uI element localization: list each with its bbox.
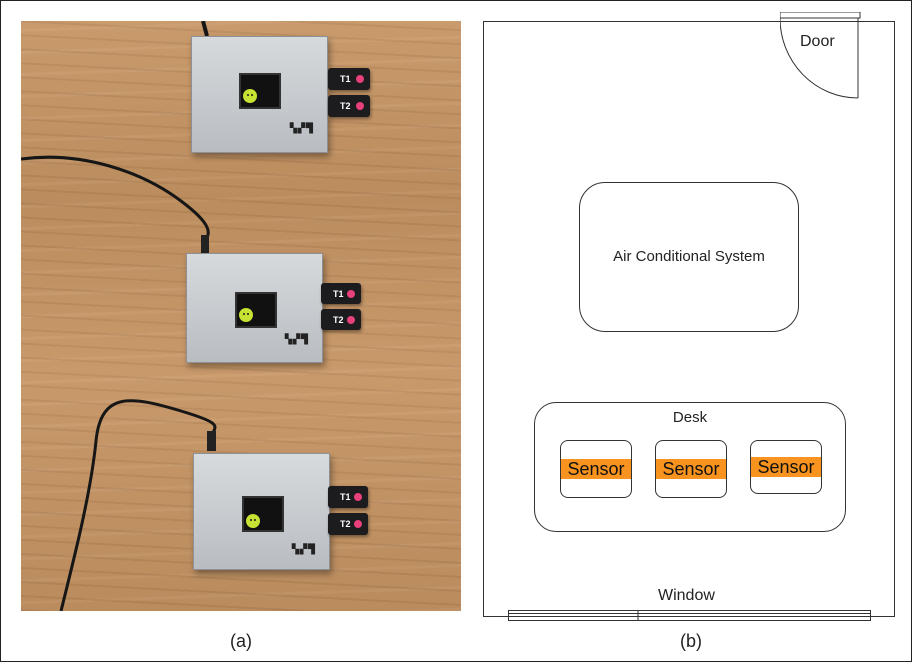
sensor-card-2: Sensor (655, 440, 727, 498)
device-logo-icon: ▚▞▜ (285, 334, 309, 344)
probe-t1-device-3: T1 (328, 486, 368, 508)
air-conditioner-label: Air Conditional System (613, 248, 765, 265)
probe-dot-icon (347, 289, 355, 298)
device-screen (242, 496, 284, 532)
device-logo-icon: ▚▞▜ (292, 544, 316, 554)
sensor-device-3: ▚▞▜ (193, 453, 330, 570)
smiley-face-icon (239, 308, 253, 322)
sensor-card-1: Sensor (560, 440, 632, 498)
probe-label: T1 (340, 74, 351, 84)
probe-t2-device-1: T2 (328, 95, 370, 117)
sensor-device-2: ▚▞▜ (186, 253, 323, 363)
sensor-label: Sensor (561, 459, 631, 479)
device-screen (235, 292, 277, 328)
desk-box: Desk Sensor Sensor Sensor (534, 402, 846, 532)
probe-label: T2 (340, 101, 351, 111)
door-swing (780, 12, 861, 99)
probe-dot-icon (356, 75, 364, 83)
power-cables (21, 21, 217, 611)
device-logo-icon: ▚▞▜ (290, 123, 314, 133)
probe-dot-icon (354, 520, 362, 528)
smiley-face-icon (243, 89, 257, 103)
probe-label: T2 (340, 519, 351, 529)
probe-dot-icon (356, 102, 364, 110)
door-label: Door (800, 33, 835, 50)
caption-b: (b) (680, 631, 702, 651)
smiley-face-icon (246, 514, 260, 528)
window-label: Window (658, 587, 715, 604)
probe-dot-icon (354, 493, 362, 501)
sensor-photo: ▚▞▜ T1 T2 ▚▞▜ T1 T2 ▚▞▜ T1 (21, 21, 461, 611)
probe-label: T2 (333, 314, 344, 325)
probe-t1-device-1: T1 (328, 68, 370, 90)
sensor-device-1: ▚▞▜ (191, 36, 328, 153)
probe-t2-device-2: T2 (321, 309, 361, 330)
probe-label: T1 (340, 492, 351, 502)
probe-t1-device-2: T1 (321, 283, 361, 304)
sensor-label: Sensor (656, 459, 726, 479)
probe-t2-device-3: T2 (328, 513, 368, 535)
window-frame (508, 610, 871, 621)
sensor-card-3: Sensor (750, 440, 822, 494)
air-conditioner-box: Air Conditional System (579, 182, 799, 332)
room-layout: Door Air Conditional System Desk Sensor … (483, 12, 895, 621)
probe-label: T1 (333, 288, 344, 299)
sensor-label: Sensor (751, 457, 821, 477)
desk-label: Desk (672, 409, 708, 426)
device-screen (239, 73, 281, 109)
probe-dot-icon (347, 315, 355, 324)
caption-a: (a) (230, 631, 252, 651)
